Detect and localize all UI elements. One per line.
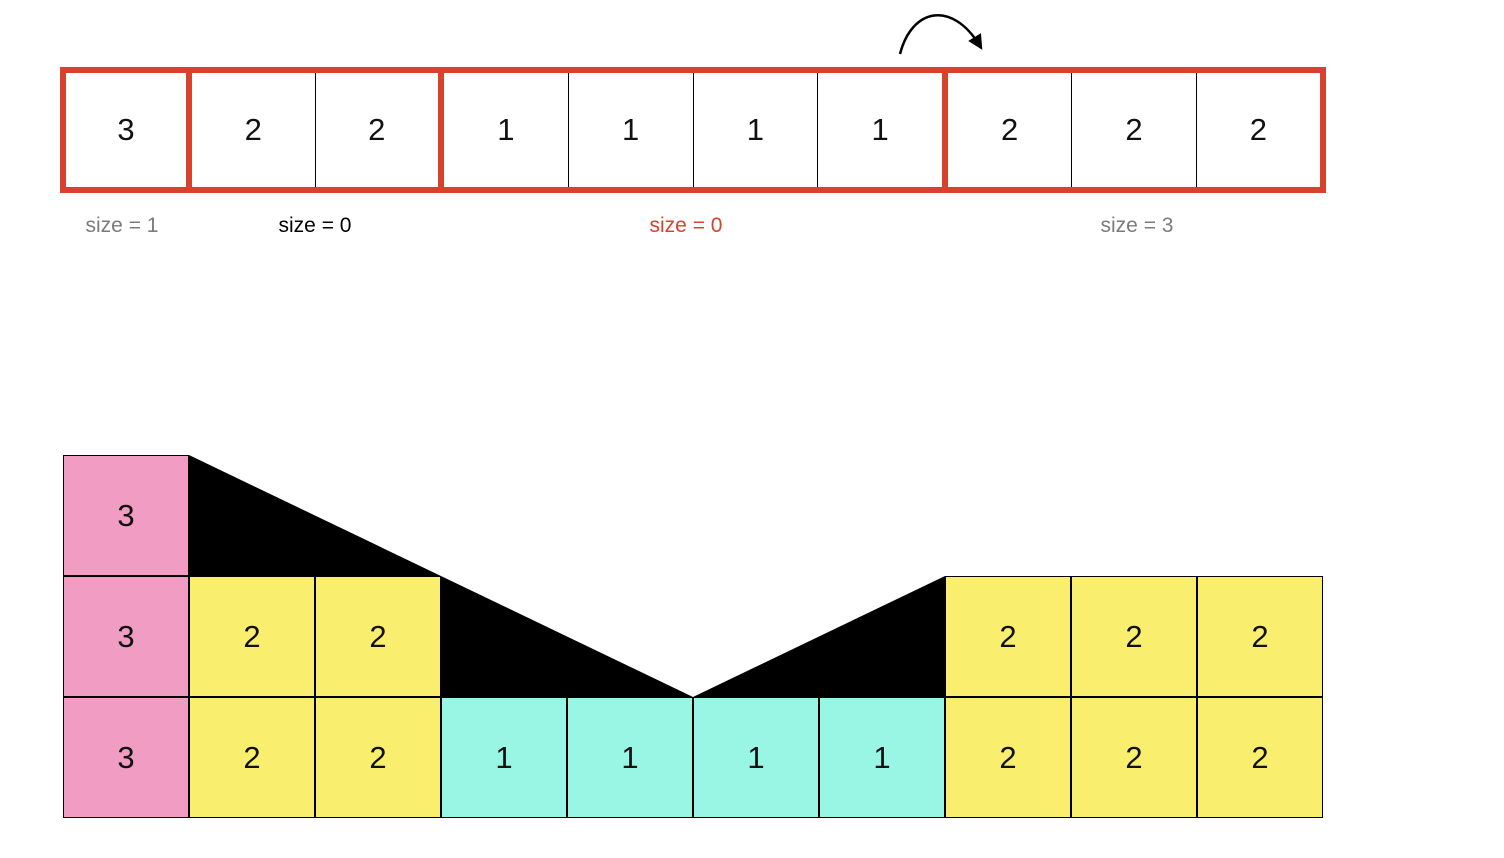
stack-cell: 3	[63, 455, 189, 576]
stack-cell: 2	[1197, 576, 1323, 697]
stack-cell: 3	[63, 576, 189, 697]
size-label-4: size = 3	[1100, 214, 1174, 237]
stack-cell: 1	[819, 697, 945, 818]
array-cell: 1	[567, 73, 693, 187]
stack-cell: 2	[1071, 697, 1197, 818]
stack-cell: 3	[63, 697, 189, 818]
array-cell: 2	[244, 112, 262, 147]
stack-cell: 2	[189, 576, 315, 697]
array-cell: 1	[692, 73, 818, 187]
array-group-2: 2 2	[186, 67, 444, 193]
array-cell: 2	[1195, 73, 1320, 187]
stack-cell: 1	[441, 697, 567, 818]
array-group-3: 1 1 1 1	[438, 67, 948, 193]
array-group-4: 2 2 2	[942, 67, 1326, 193]
stack-cell: 2	[945, 697, 1071, 818]
stack-cell: 2	[315, 697, 441, 818]
stack-cell: 2	[315, 576, 441, 697]
stack-cell: 1	[693, 697, 819, 818]
right-slope-shape	[693, 576, 945, 697]
size-label-3: size = 0	[649, 214, 723, 237]
array-cell: 2	[314, 73, 439, 187]
array-cell: 2	[1071, 73, 1195, 187]
stack-cell: 1	[567, 697, 693, 818]
stack-cell: 2	[1197, 697, 1323, 818]
array-cell: 1	[817, 73, 942, 187]
left-slope-shape	[189, 455, 693, 697]
array-cell: 3	[117, 112, 135, 147]
stack-cell: 2	[945, 576, 1071, 697]
stack-cell: 2	[1071, 576, 1197, 697]
size-label-2: size = 0	[278, 214, 352, 237]
stack-cell: 2	[189, 697, 315, 818]
array-cell: 2	[1001, 112, 1019, 147]
size-label-1: size = 1	[85, 214, 159, 237]
array-cell: 1	[497, 112, 515, 147]
jump-arrow-icon	[898, 14, 983, 55]
